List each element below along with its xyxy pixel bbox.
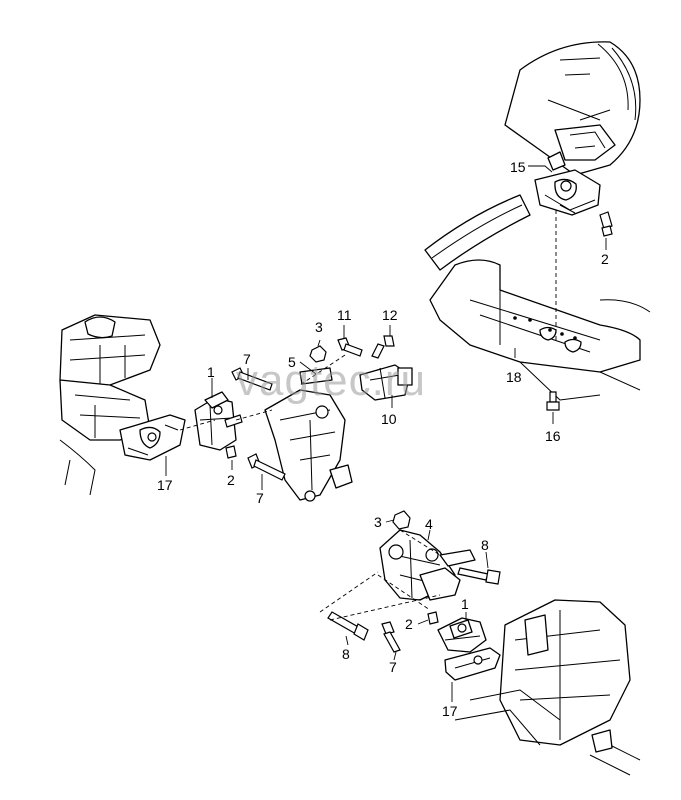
callout-17-left: 17: [157, 477, 173, 493]
bolt-7-lower: [381, 621, 401, 653]
engine-block-left: [59, 314, 186, 496]
callout-2-lower: 2: [405, 616, 413, 632]
callout-17-lower: 17: [442, 703, 458, 719]
engine-mount-1-lower: [437, 617, 487, 653]
bolt-8-left: [327, 611, 369, 641]
callout-2-left: 2: [227, 472, 235, 488]
nut-3-lower: [392, 510, 411, 530]
leader-lines: [165, 165, 607, 702]
bolt-2-left: [225, 445, 237, 459]
callout-12: 12: [382, 307, 398, 323]
engine-mount-1-left: [194, 391, 243, 451]
bracket-5-10: [264, 364, 413, 502]
callout-2-right: 2: [601, 251, 609, 267]
bolt-7-mid: [247, 453, 286, 481]
gearbox-housing: [504, 41, 641, 176]
bolt-8-right: [457, 567, 501, 585]
alignment-lines-left: [179, 354, 346, 431]
bracket-4: [379, 529, 476, 601]
nut-3-upper: [309, 345, 327, 363]
callout-3-upper: 3: [315, 319, 323, 335]
callout-11: 11: [337, 307, 352, 323]
bolt-11: [337, 337, 363, 357]
callout-7-upper: 7: [243, 351, 251, 367]
callout-10: 10: [381, 411, 397, 427]
bolt-12: [371, 335, 395, 359]
callout-5: 5: [288, 354, 296, 370]
callout-16: 16: [545, 428, 561, 444]
callout-1-left: 1: [207, 364, 215, 380]
bolt-7-upper: [231, 367, 273, 391]
callout-7-mid: 7: [256, 490, 264, 506]
alignment-lines-lower: [319, 529, 441, 621]
bracket-17-lower: [444, 647, 501, 681]
chassis-lower-right: [454, 599, 641, 776]
transmission-mount-upper: [534, 151, 613, 237]
bolt-16: [546, 391, 560, 411]
callout-7-lower: 7: [389, 659, 397, 675]
callout-8-right: 8: [481, 537, 489, 553]
callout-18: 18: [506, 369, 522, 385]
bolt-2-lower: [427, 611, 439, 625]
callout-8-left: 8: [342, 646, 350, 662]
callout-1-lower: 1: [461, 596, 469, 612]
subframe-crossmember: [424, 194, 651, 401]
callout-4: 4: [425, 516, 433, 532]
callout-3-lower: 3: [374, 514, 382, 530]
watermark: vagtec.ru: [236, 356, 426, 405]
callout-15: 15: [510, 159, 526, 175]
